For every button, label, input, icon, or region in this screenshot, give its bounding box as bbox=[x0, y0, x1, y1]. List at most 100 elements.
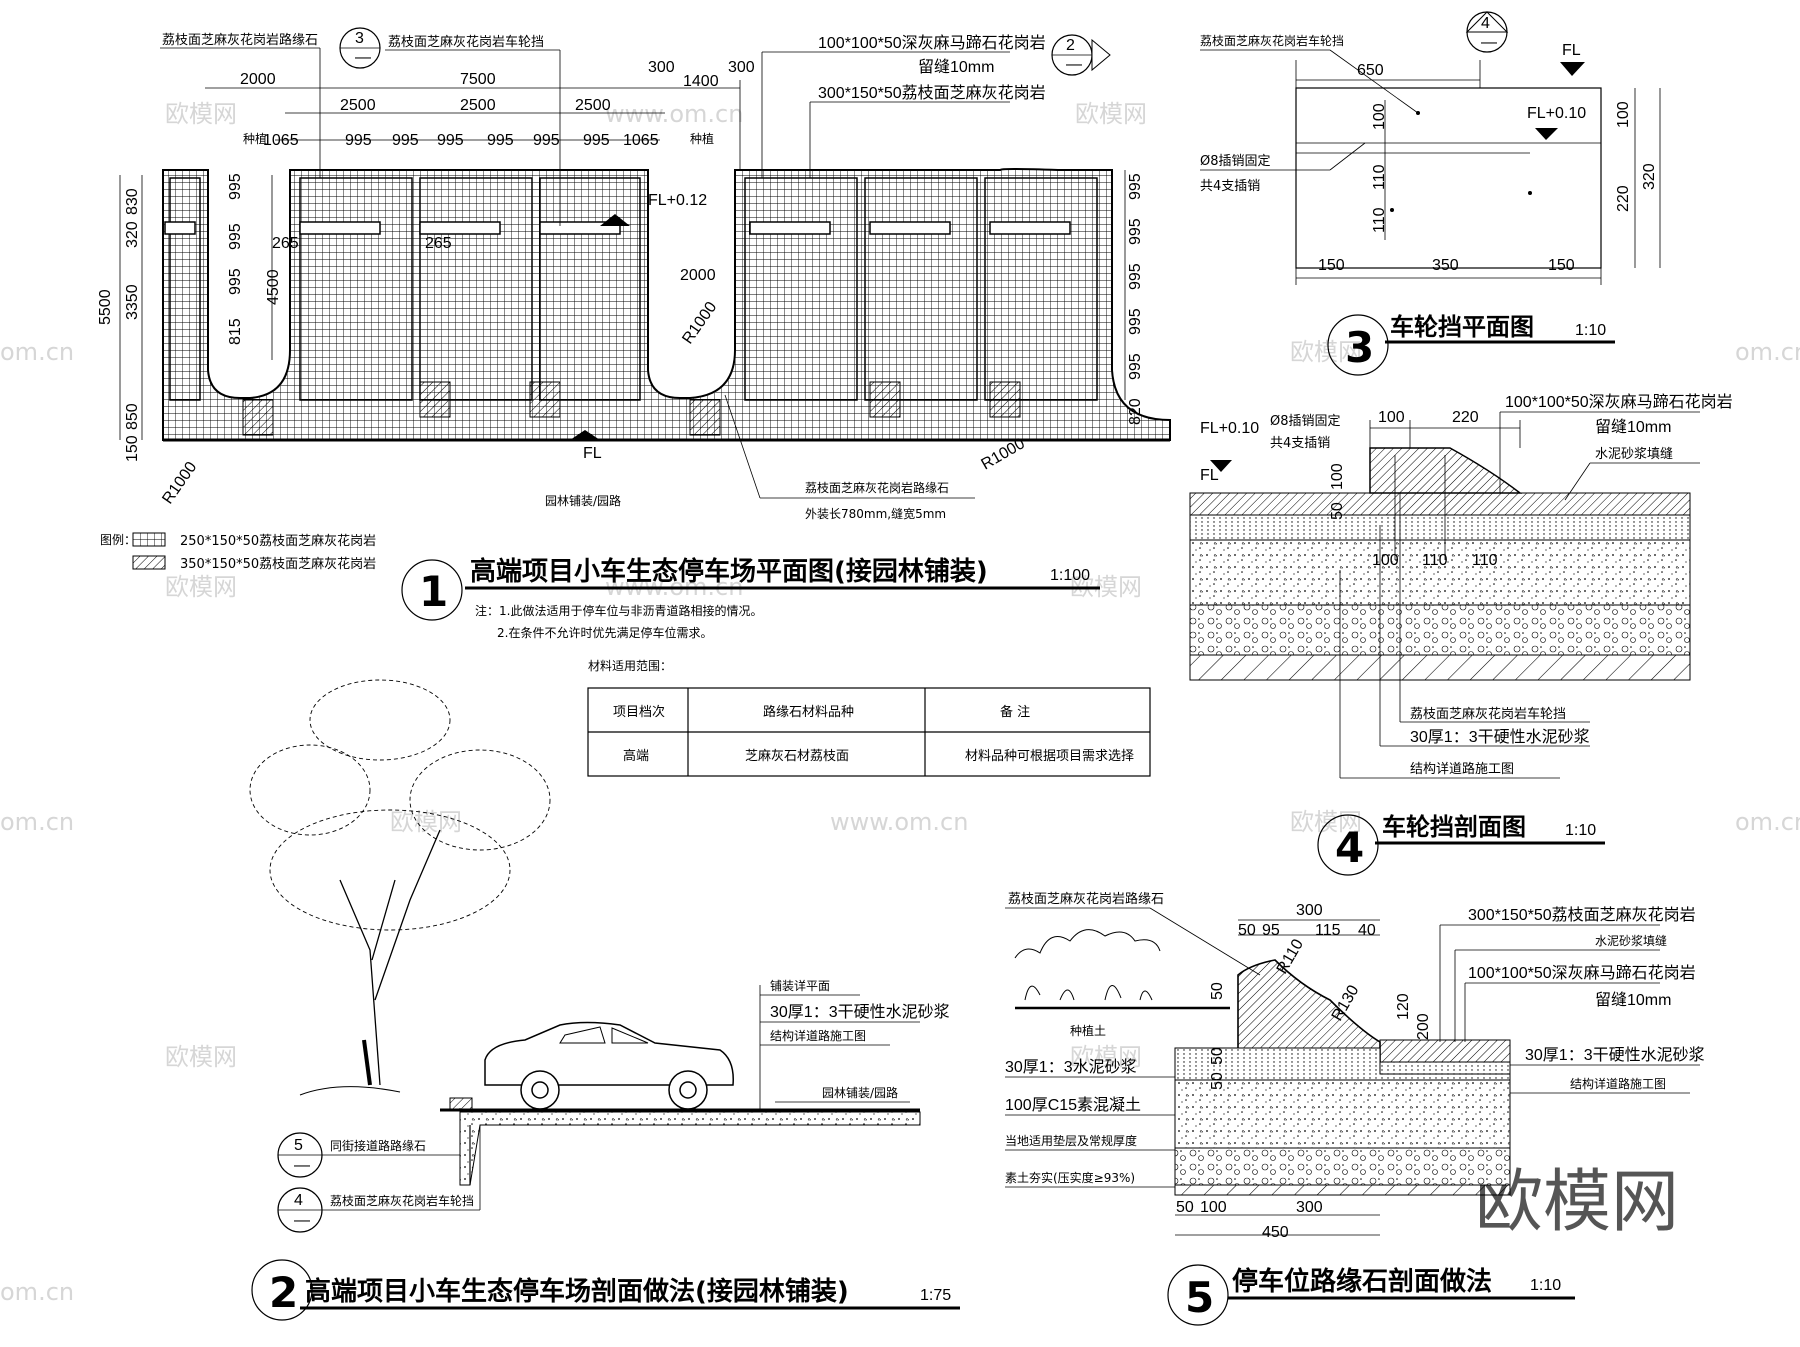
table-cell: 材料品种可根据项目需求选择 bbox=[965, 749, 1134, 764]
watermark-brand: 欧模网 bbox=[1290, 808, 1362, 836]
ref-number: 4 bbox=[294, 1192, 303, 1209]
callout-joint: 留缝10mm bbox=[918, 58, 994, 76]
detail-scale: 1:10 bbox=[1565, 822, 1596, 839]
fl-marker bbox=[570, 430, 600, 440]
dim-text: 5500 bbox=[97, 289, 114, 325]
parking-bay bbox=[419, 177, 533, 401]
level-marker bbox=[600, 214, 630, 226]
label-structure: 结构详道路施工图 bbox=[770, 1028, 866, 1043]
curb-section: 300 50 95 115 40 R110 R130 50 50 50 120 … bbox=[1005, 891, 1705, 1326]
section-layer-paving bbox=[1379, 1039, 1511, 1063]
dim-text: 40 bbox=[1358, 922, 1376, 939]
ref-sheet: — bbox=[1066, 56, 1082, 73]
dim-text: 995 bbox=[1127, 353, 1144, 380]
title-number-circle bbox=[1167, 1264, 1229, 1326]
label-pin-count: 共4支插销 bbox=[1270, 436, 1330, 451]
label-garden-road: 园林铺装/园路 bbox=[545, 493, 621, 508]
label-paver-100: 100*100*50深灰麻马蹄石花岗岩 bbox=[1468, 964, 1696, 982]
dim-text: 120 bbox=[1395, 993, 1412, 1020]
legend-title: 图例： bbox=[100, 533, 136, 547]
dim-text: 100 bbox=[1329, 463, 1346, 490]
dim-text: 2000 bbox=[680, 267, 716, 284]
label-bedding: 30厚1：3干硬性水泥砂浆 bbox=[770, 1003, 950, 1021]
callout-paver-2: 300*150*50荔枝面芝麻灰花岗岩 bbox=[818, 84, 1046, 102]
dim-text: 995 bbox=[583, 132, 610, 149]
plan-title: 高端项目小车生态停车场平面图(接园林铺装) bbox=[470, 556, 988, 587]
dim-text: 50 bbox=[1329, 502, 1346, 520]
dim-text: 150 bbox=[1318, 257, 1345, 274]
dim-text: 1065 bbox=[623, 132, 659, 149]
title-number-circle bbox=[401, 559, 463, 621]
note-line: 2.在条件不允许时优先满足停车位需求。 bbox=[497, 625, 712, 640]
table-header: 备 注 bbox=[1000, 704, 1030, 720]
section-layer-gravel bbox=[1189, 604, 1691, 656]
title-number: 1 bbox=[419, 567, 448, 616]
ref-number: 4 bbox=[1481, 15, 1490, 32]
watermark-brand: 欧模网 bbox=[1075, 100, 1147, 128]
level-marker bbox=[1560, 62, 1585, 76]
dim-text: 50 bbox=[1209, 982, 1226, 1000]
parking-bay bbox=[864, 177, 978, 401]
ref-sheet: — bbox=[355, 49, 371, 66]
dim-text: 2500 bbox=[340, 97, 376, 114]
table-caption: 材料适用范围： bbox=[588, 659, 672, 673]
dim-text: 100 bbox=[1200, 1199, 1227, 1216]
watermark-brand: 欧模网 bbox=[1290, 338, 1362, 366]
dim-text: 995 bbox=[533, 132, 560, 149]
label-ref5: 同街接道路路缘石 bbox=[330, 1138, 426, 1153]
dim-text: 3350 bbox=[124, 284, 141, 320]
callout-wheel-stop: 荔枝面芝麻灰花岗岩车轮挡 bbox=[388, 34, 544, 50]
label-pin: Ø8插销固定 bbox=[1200, 154, 1271, 169]
dim-text: 110 bbox=[1472, 552, 1498, 569]
note-line: 注：1.此做法适用于停车位与非沥青道路相接的情况。 bbox=[475, 603, 762, 618]
detail-title: 车轮挡平面图 bbox=[1390, 313, 1534, 341]
legend-swatch-dense bbox=[132, 532, 166, 547]
dim-text: 110 bbox=[1422, 552, 1448, 569]
dim-text: 150 bbox=[1548, 257, 1575, 274]
label-concrete: 100厚C15素混凝土 bbox=[1005, 1096, 1141, 1114]
dim-text: 995 bbox=[1127, 173, 1144, 200]
label-fl-012: FL+0.12 bbox=[648, 192, 707, 209]
ref-number: 3 bbox=[355, 30, 364, 47]
label-curb: 荔枝面芝麻灰花岗岩路缘石 bbox=[1008, 891, 1164, 907]
parking-plan: 2000 7500 300 1400 300 2500 2500 2500 10… bbox=[97, 27, 1171, 640]
dim-text: 995 bbox=[392, 132, 419, 149]
dim-text: 265 bbox=[425, 235, 452, 252]
watermark-site: www.om.cn bbox=[830, 808, 968, 836]
dim-text: 200 bbox=[1415, 1013, 1432, 1040]
dim-text: 2500 bbox=[575, 97, 611, 114]
title-number-circle bbox=[1327, 314, 1389, 376]
edge-blocks bbox=[242, 381, 1021, 436]
material-table: 材料适用范围： 项目档次 路缘石材料品种 备 注 高端 芝麻灰石材荔枝面 材料品… bbox=[587, 659, 1151, 777]
dim-text: 450 bbox=[1262, 1224, 1289, 1241]
section-layer-concrete bbox=[1174, 1079, 1511, 1155]
dim-text: 300 bbox=[1296, 1199, 1323, 1216]
title-number: 3 bbox=[1345, 323, 1374, 372]
label-paver: 100*100*50深灰麻马蹄石花岗岩 bbox=[1505, 393, 1733, 411]
section-layer-soil bbox=[1174, 1184, 1511, 1196]
detail-title: 车轮挡剖面图 bbox=[1382, 813, 1526, 841]
callout-curb-stone: 荔枝面芝麻灰花岗岩路缘石 bbox=[162, 32, 318, 48]
dim-text: 815 bbox=[227, 318, 244, 345]
watermark-brand: 欧模网 bbox=[165, 1043, 237, 1071]
ref-sheet: — bbox=[1481, 34, 1497, 51]
dim-text: 650 bbox=[1357, 62, 1384, 79]
label-paver-300: 300*150*50荔枝面芝麻灰花岗岩 bbox=[1468, 906, 1696, 924]
label-wheel-stop: 荔枝面芝麻灰花岗岩车轮挡 bbox=[1200, 33, 1344, 48]
detail-scale: 1:10 bbox=[1575, 322, 1606, 339]
parking-bay bbox=[744, 177, 858, 401]
callout-curb-bottom-2: 外装长780mm,缝宽5mm bbox=[805, 506, 946, 521]
dim-text: 850 bbox=[124, 403, 141, 430]
dim-text: 220 bbox=[1615, 185, 1632, 212]
dim-text: 1065 bbox=[263, 132, 299, 149]
dim-text: 300 bbox=[1296, 902, 1323, 919]
table-cell: 高端 bbox=[623, 748, 649, 764]
dim-text: 265 bbox=[272, 235, 299, 252]
dim-text: 995 bbox=[227, 223, 244, 250]
parking-bay bbox=[169, 177, 201, 401]
dim-text: 220 bbox=[1452, 409, 1479, 426]
watermark-site: om.cn bbox=[0, 1278, 74, 1306]
label-wheel-stop: 荔枝面芝麻灰花岗岩车轮挡 bbox=[1410, 706, 1566, 722]
dim-text: 995 bbox=[487, 132, 514, 149]
